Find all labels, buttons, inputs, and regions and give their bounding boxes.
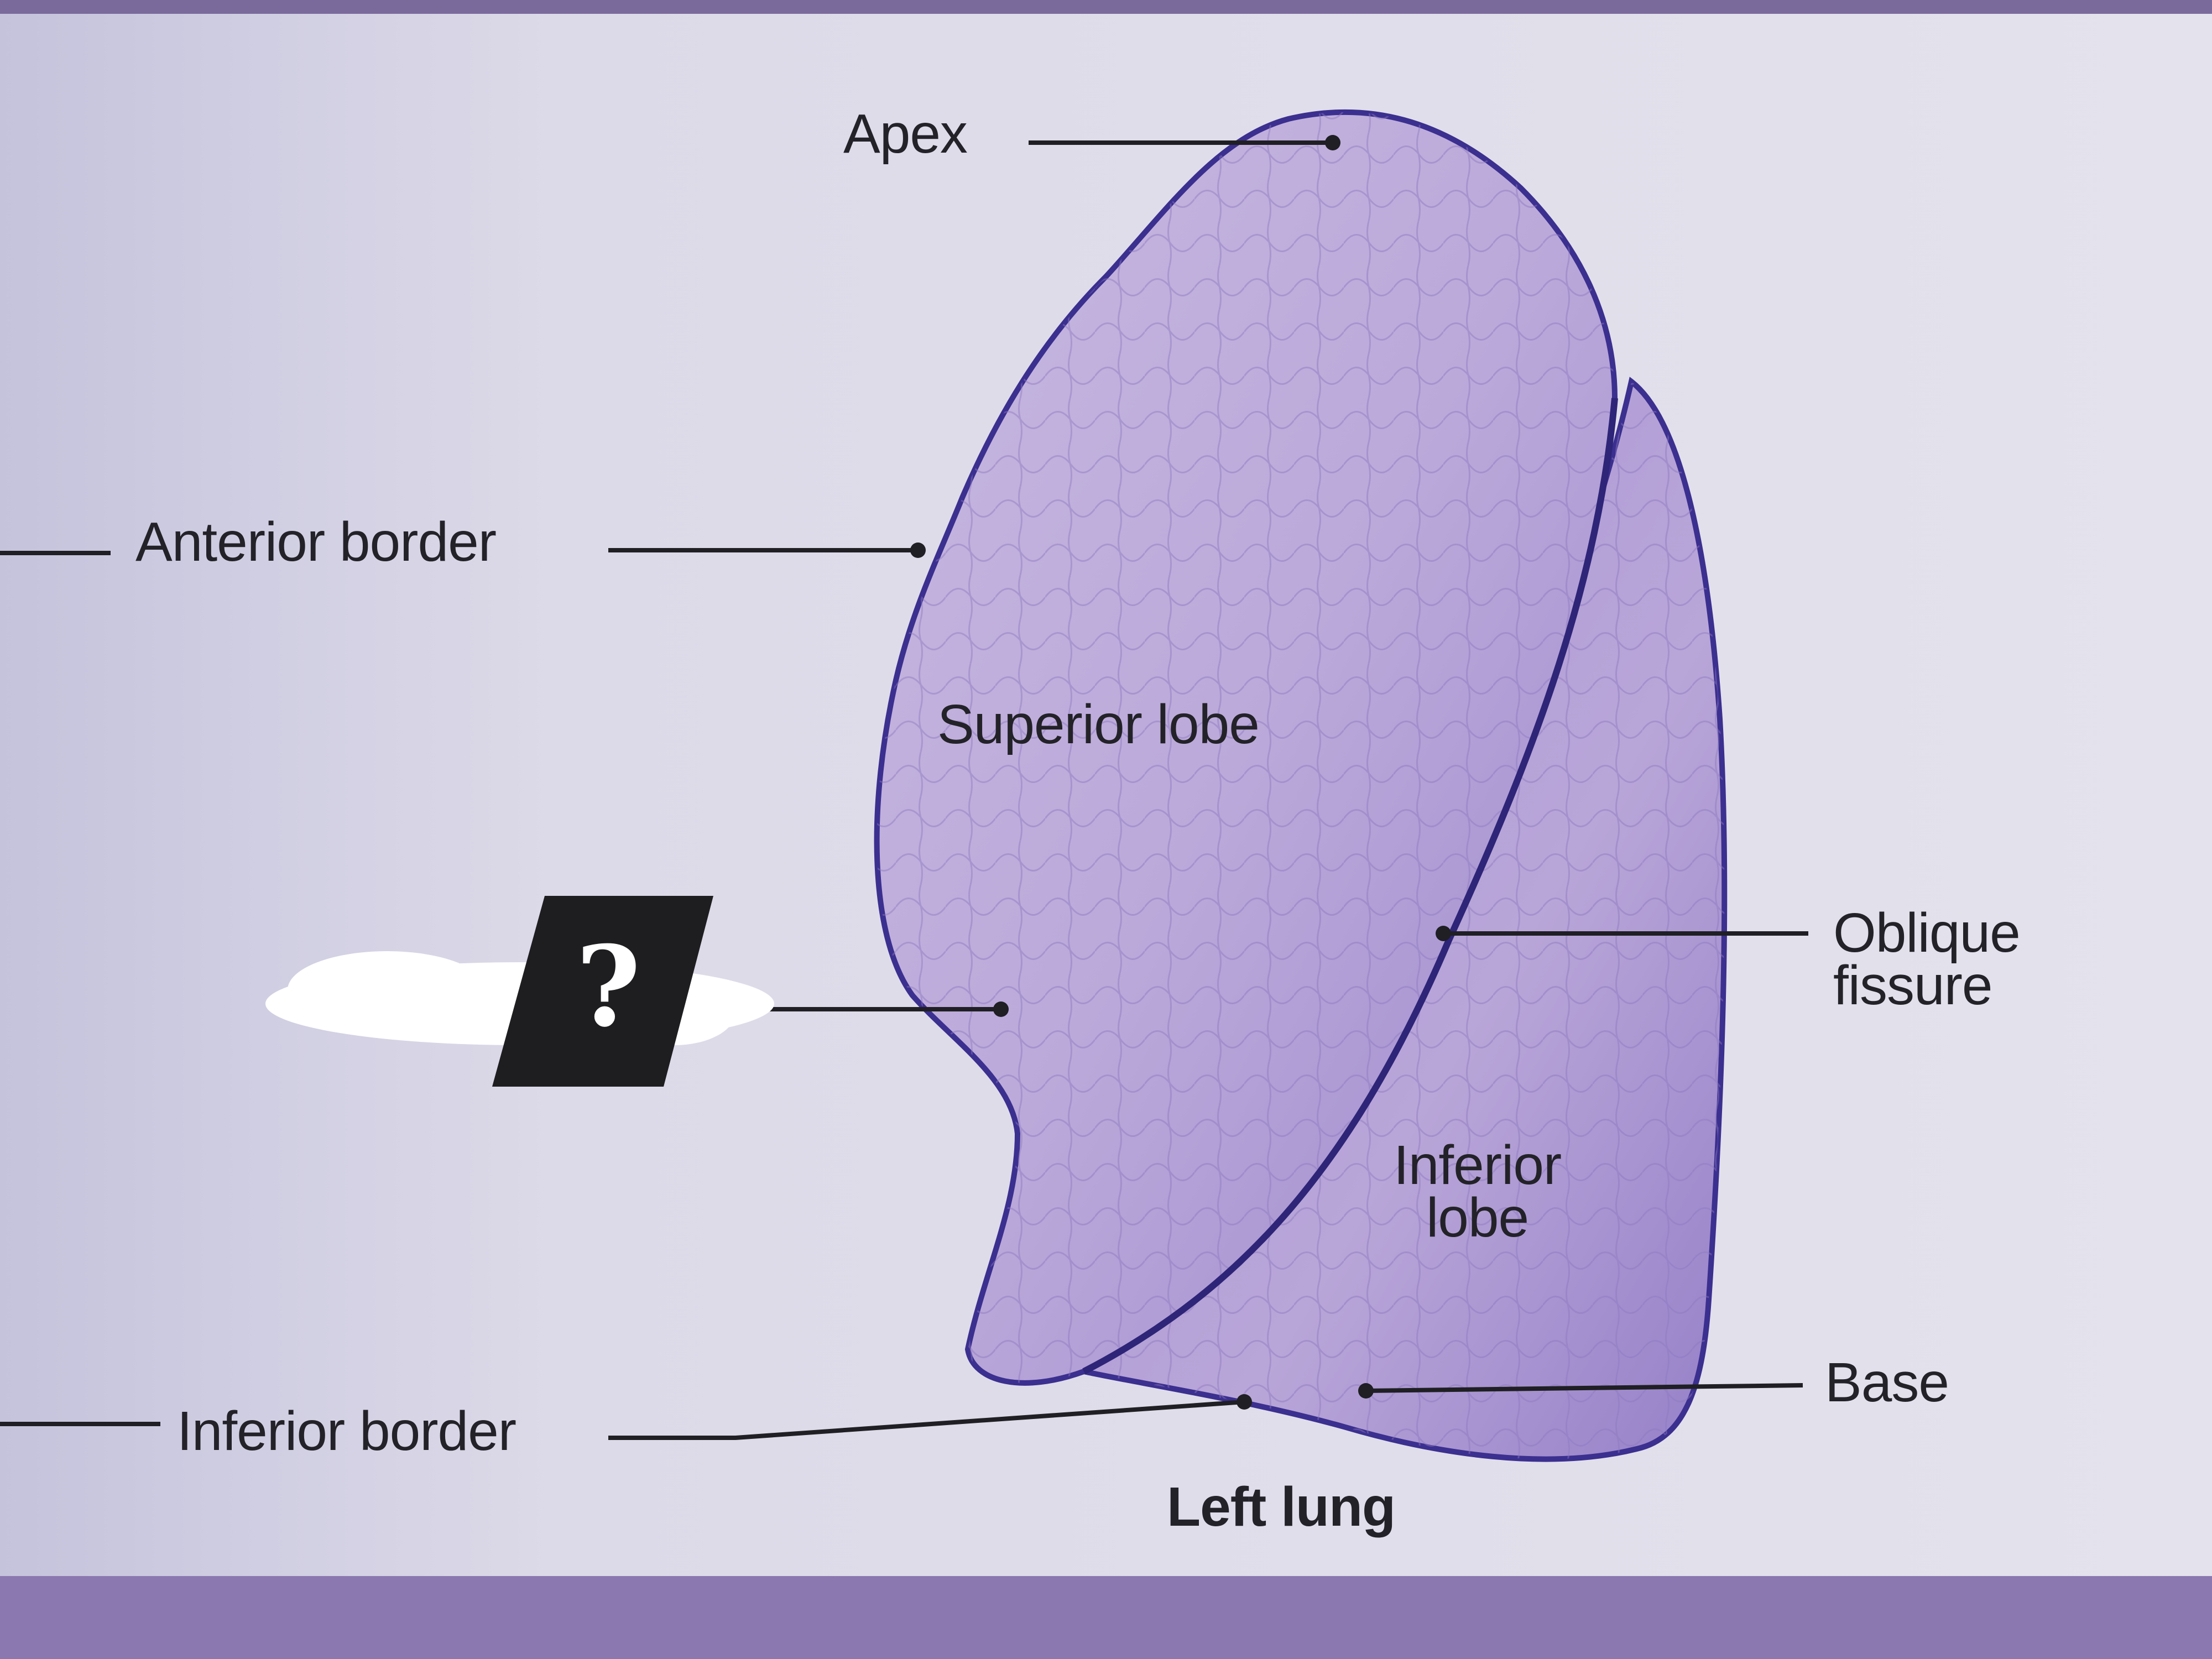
top-band — [0, 0, 2212, 14]
label-superior-lobe: Superior lobe — [937, 693, 1260, 755]
leader-endpoints — [910, 135, 1451, 1410]
caption-left-lung: Left lung — [1167, 1476, 1396, 1538]
oblique-fissure-dot — [1436, 926, 1451, 941]
label-inferior-border: Inferior border — [177, 1400, 517, 1462]
label-inferior-lobe: Inferior lobe — [1394, 1134, 1562, 1249]
inferior-border-leader — [608, 1400, 1245, 1440]
bottom-band — [0, 1576, 2212, 1659]
inferior-border-dot — [1237, 1394, 1252, 1410]
hidden-label-dot — [993, 1001, 1009, 1017]
base-dot — [1358, 1383, 1374, 1399]
oblique-fissure-line — [1082, 398, 1618, 1375]
leader-lines — [0, 140, 1808, 1440]
label-apex: Apex — [843, 103, 968, 165]
superior-lobe-texture — [877, 112, 1615, 1383]
redaction-smear-left — [288, 951, 487, 1029]
hidden-label-question-mark: ? — [576, 922, 641, 1052]
anterior-border-dot — [910, 542, 926, 558]
label-base: Base — [1825, 1352, 1949, 1413]
label-oblique-fissure: Oblique fissure — [1833, 902, 2021, 1016]
quiz-box — [492, 896, 713, 1087]
base-leader — [1365, 1383, 1803, 1393]
apex-dot — [1325, 135, 1340, 150]
label-anterior-border: Anterior border — [135, 511, 497, 573]
